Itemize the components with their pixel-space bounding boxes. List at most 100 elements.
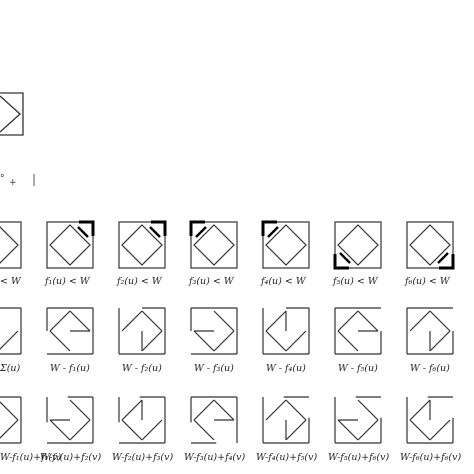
marker-row: ° + (0, 174, 35, 188)
cell-r2-c5 (262, 307, 310, 355)
highlight-corner (439, 254, 455, 270)
diamond-edge (141, 310, 163, 332)
diamond-outline (193, 224, 235, 266)
diamond-edge (429, 419, 451, 441)
diamond-edge (409, 419, 431, 441)
highlight-edge (77, 226, 89, 238)
highlight-edge (339, 252, 351, 264)
row1-label-0: < W (0, 276, 22, 287)
diamond-edge (69, 310, 91, 332)
cell-r2-c1 (0, 307, 22, 355)
diamond-edge (357, 399, 379, 421)
row2-label-5: W - f₅(u) (338, 363, 378, 374)
row3-label-6: W-f₆(u)+f₆(v) (400, 452, 461, 463)
cell-r3-c4 (190, 396, 238, 444)
diamond-edge (193, 419, 215, 441)
diamond-outline (49, 224, 91, 266)
diamond-outline (337, 224, 379, 266)
diamond-edge (213, 310, 235, 332)
row2-label-6: W - f₆(u) (410, 363, 450, 374)
row1-label-5: f₅(u) < W (332, 276, 379, 287)
diamond-outline (121, 224, 163, 266)
cell-r3-c3 (118, 396, 166, 444)
cell-r2-c4 (190, 307, 238, 355)
example-square (0, 92, 24, 136)
diamond-edge (121, 399, 143, 421)
row3-labels: W-f₁(u)+f₁(v) W-f₁(u)+f₂(v) W-f₂(u)+f₃(v… (0, 452, 461, 463)
row2-labels: Σ(u) W - f₁(u) W - f₂(u) W - f₃(u) W - f… (0, 363, 450, 374)
diamond-edge (49, 419, 71, 441)
cell-r1-c5 (261, 220, 310, 269)
diamond-edge (0, 401, 19, 421)
diamond-edge (193, 399, 215, 421)
row2-label-3: W - f₃(u) (194, 363, 234, 374)
diamond-edge (265, 310, 287, 332)
diamond-edge (285, 399, 307, 421)
row2-label-4: W - f₄(u) (266, 363, 306, 374)
cell-r2-c3 (118, 307, 166, 355)
row1-label-3: f₃(u) < W (188, 276, 235, 287)
diamond-edge (49, 330, 71, 352)
diamond-edge (265, 399, 287, 421)
square-outline (46, 221, 94, 269)
diagram-grid (0, 220, 455, 444)
highlight-edge (437, 252, 449, 264)
row3-label-0: W-f₁(u)+f₁(v) (0, 452, 61, 463)
cell-r3-c7 (406, 396, 454, 444)
diamond-edge (337, 330, 359, 352)
row1-label-4: f₄(u) < W (260, 276, 307, 287)
cell-r3-c5 (262, 396, 310, 444)
cell-r1-c6 (333, 221, 382, 270)
diamond-edge (69, 419, 91, 441)
highlight-edge (267, 226, 279, 238)
diamond-outline (409, 224, 451, 266)
square-outline (190, 221, 238, 269)
example-diagram (0, 92, 24, 136)
row2-label-0: Σ(u) (0, 363, 21, 374)
cell-r3-c2 (46, 396, 94, 444)
marker-dot: ° (0, 174, 5, 184)
diamond-edge (0, 330, 19, 350)
highlight-edge (195, 226, 207, 238)
diamond-edge (141, 330, 163, 352)
row3-label-2: W-f₂(u)+f₃(v) (112, 452, 173, 463)
row2-label-2: W - f₂(u) (122, 363, 162, 374)
row1-labels: < W f₁(u) < W f₂(u) < W f₃(u) < W f₄(u) … (0, 276, 451, 287)
square-outline (118, 221, 166, 269)
diamond-edge (141, 419, 163, 441)
diamond-edge (193, 330, 215, 352)
diamond-edge (213, 399, 235, 421)
highlight-corner (261, 220, 277, 236)
diamond-edge (429, 310, 451, 332)
highlight-corner (333, 254, 349, 270)
row1-label-6: f₆(u) < W (404, 276, 451, 287)
diamond-edge (213, 330, 235, 352)
diamond-edge (69, 399, 91, 421)
cell-r3-c1 (0, 396, 22, 444)
square-outline (0, 221, 22, 269)
row3-label-4: W-f₄(u)+f₅(v) (256, 452, 317, 463)
row3-label-3: W-f₃(u)+f₄(v) (184, 452, 245, 463)
diamond-edge (121, 419, 143, 441)
diamond-edge (265, 330, 287, 352)
cell-r2-c7 (406, 307, 454, 355)
marker-plus: + (9, 178, 17, 188)
highlight-corner (151, 220, 167, 236)
row1-label-1: f₁(u) < W (44, 276, 91, 287)
square-outline (406, 221, 454, 269)
diamond-edge (337, 310, 359, 332)
row3-label-5: W-f₅(u)+f₆(v) (328, 452, 389, 463)
diamond-edge (285, 330, 307, 352)
diamond-edge (409, 399, 431, 421)
cell-r1-c7 (406, 221, 455, 270)
row1-label-2: f₂(u) < W (116, 276, 163, 287)
diamond-edge (409, 310, 431, 332)
square-outline (334, 221, 382, 269)
square-outline (262, 221, 310, 269)
cell-r3-c6 (334, 396, 382, 444)
diamond-edge (285, 419, 307, 441)
diamond-edge (121, 310, 143, 332)
cell-r2-c2 (46, 307, 94, 355)
highlight-edge (149, 226, 161, 238)
